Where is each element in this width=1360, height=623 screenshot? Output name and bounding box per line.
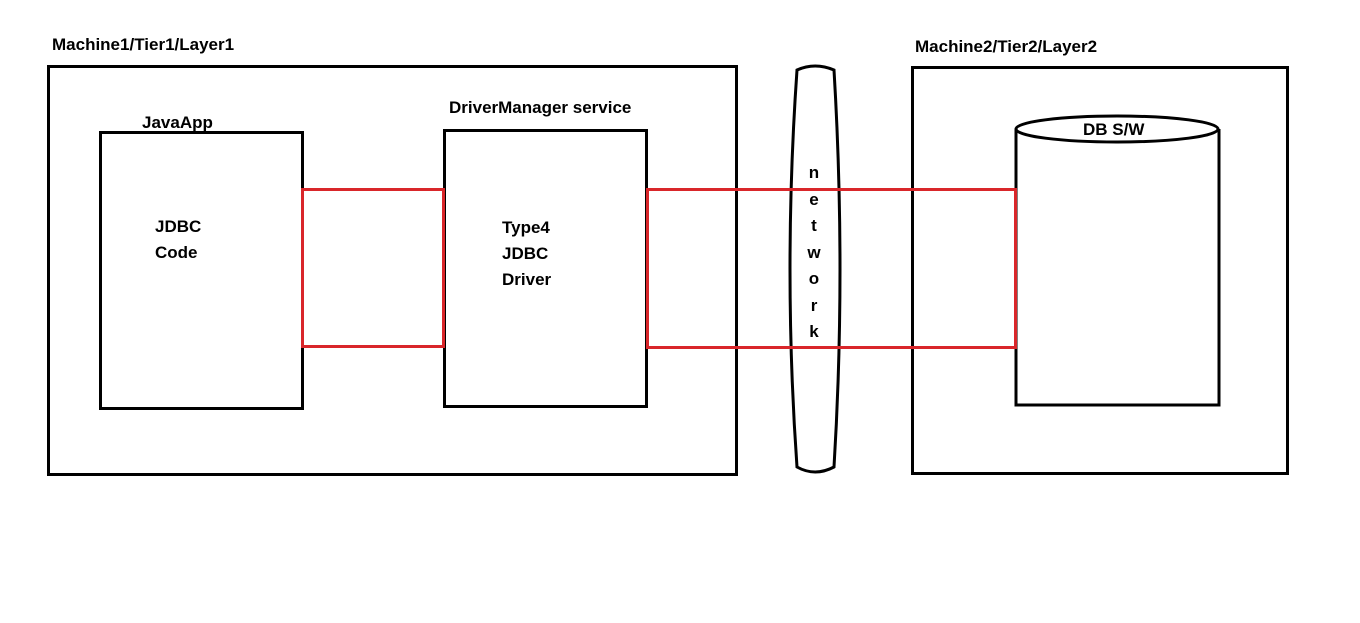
network-letter-t: t bbox=[811, 216, 817, 235]
javaapp-line-1: JDBC bbox=[155, 217, 202, 236]
db-label: DB S/W bbox=[1083, 120, 1145, 139]
network-letter-r: r bbox=[810, 295, 818, 315]
javaapp-line-2: Code bbox=[155, 243, 198, 262]
javaapp-title: JavaApp bbox=[142, 113, 213, 132]
machine1-title: Machine1/Tier1/Layer1 bbox=[52, 35, 235, 54]
driver-line-2: JDBC bbox=[502, 244, 549, 263]
db-cylinder-body bbox=[1014, 129, 1221, 407]
network-letter-o: o bbox=[808, 269, 820, 288]
connection-javaapp-to-driver bbox=[301, 188, 445, 348]
network-letter-w: w bbox=[807, 242, 821, 262]
network-letter-n: n bbox=[808, 163, 820, 182]
connection-driver-to-db bbox=[646, 188, 1017, 349]
db-cylinder-top bbox=[1014, 114, 1220, 144]
driver-line-1: Type4 bbox=[502, 218, 550, 237]
driver-content: Type4 JDBC Driver bbox=[502, 215, 551, 293]
machine2-title: Machine2/Tier2/Layer2 bbox=[915, 37, 1098, 56]
network-letter-k: k bbox=[809, 322, 819, 341]
machine2-box bbox=[911, 66, 1289, 475]
driver-line-3: Driver bbox=[502, 270, 552, 289]
network-letter-e: e bbox=[809, 189, 819, 209]
network-pipe bbox=[788, 64, 842, 474]
javaapp-content: JDBC Code bbox=[155, 214, 201, 266]
network-label: n e t w o r k bbox=[804, 160, 824, 346]
drivermanager-title: DriverManager service bbox=[449, 98, 632, 117]
machine1-box bbox=[47, 65, 738, 476]
